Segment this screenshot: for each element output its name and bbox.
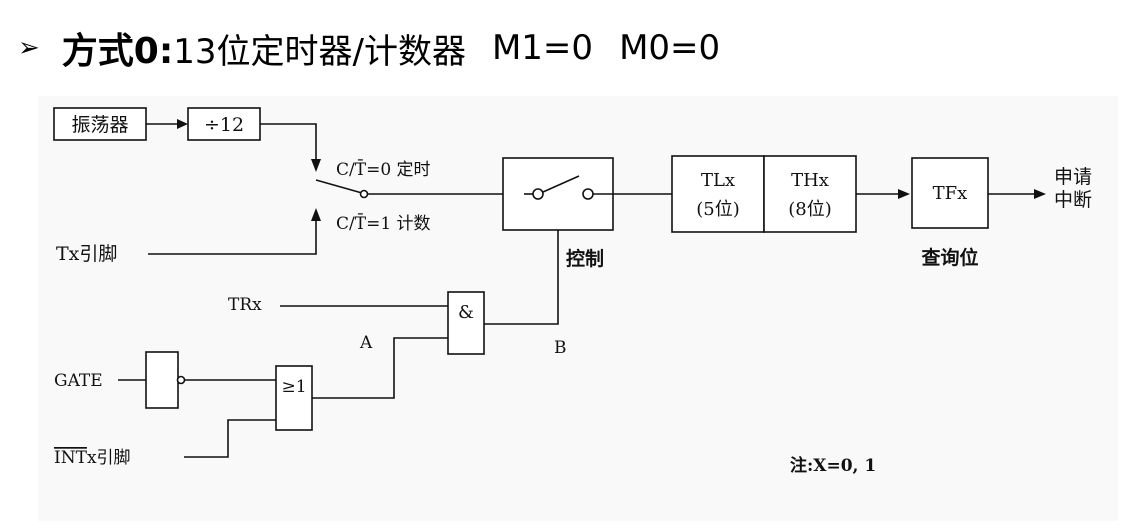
interrupt-request-line1: 申请 [1054,166,1092,188]
or-gate-symbol: ≥1 [281,377,306,397]
gate-label: GATE [54,371,103,391]
m1-bit: M1=0 [491,28,594,68]
inverter-bubble [176,375,186,385]
tx-pin-label: Tx引脚 [56,243,117,265]
timer-arrow [311,159,321,172]
inverter-box [145,351,179,409]
tlx-name: TLx [701,170,735,191]
or-to-and-wire [312,337,448,399]
tlx-register-box [671,155,765,233]
timer-mode-label: C/T̄=0 定时 [336,158,431,180]
counter-arrow [311,208,321,221]
mode-switch-pivot [359,189,369,199]
mode-bits: M1=0 M0=0 [492,28,746,68]
trx-label: TRx [228,295,262,315]
int-pin-label: INTx引脚 [54,448,131,468]
mode-switch-blade [315,179,363,194]
osc-arrow [177,119,188,129]
and-gate-box [447,291,485,355]
or-gate-box [275,365,313,431]
tfx-label: TFx [933,183,968,204]
thx-register-box [763,155,857,233]
tfx-flag-box [911,157,989,229]
control-label: 控制 [566,247,604,270]
divider-box [187,107,261,141]
and-gate-symbol: & [458,302,474,323]
overflow-arrow [898,189,910,199]
note-label: 注:X=0, 1 [790,455,876,476]
and-to-control-wire [484,230,559,325]
interrupt-arrow [1034,189,1046,199]
flag-label: 查询位 [920,246,978,269]
divider-to-switch-wire [260,123,317,161]
counter-mode-label: C/T̄=1 计数 [336,212,431,234]
tx-pin-wire [148,219,317,255]
tlx-bits: (5位) [696,199,740,220]
control-contact-left [532,188,544,200]
m0-bit: M0=0 [619,28,721,68]
mode-heading: 方式0: [61,31,174,72]
interrupt-request-line2: 中断 [1054,189,1092,211]
title-row: ➢ 方式0: 13位定时器/计数器 M1=0 M0=0 [18,18,746,78]
int-pin-rest: x引脚 [87,448,131,468]
int-bar-text: INT [54,448,88,468]
control-contact-right [582,188,594,200]
thx-name: THx [791,170,829,191]
int-pin-wire [184,419,276,458]
control-switch-blade [542,175,580,193]
diagram-panel: 振荡器 ÷12 C/T̄=0 定时 C/T̄=1 计数 Tx引脚 控制 TLx … [38,96,1118,521]
node-b-label: B [554,338,567,358]
oscillator-box [53,107,147,141]
bullet-arrow-icon: ➢ [18,33,40,63]
oscillator-label: 振荡器 [71,114,128,136]
node-a-label: A [359,333,373,353]
mode-description: 13位定时器/计数器 [173,31,466,72]
timer-mode0-diagram: 振荡器 ÷12 C/T̄=0 定时 C/T̄=1 计数 Tx引脚 控制 TLx … [53,107,1092,476]
divider-label: ÷12 [204,114,244,136]
thx-bits: (8位) [788,199,832,220]
